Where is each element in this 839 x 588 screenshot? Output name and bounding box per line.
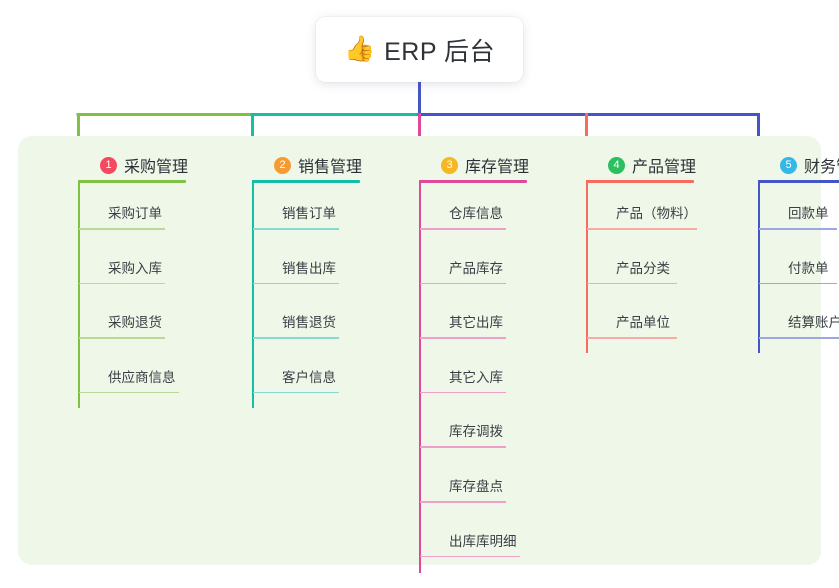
leaf-label: 产品单位 [616,315,670,331]
leaf-node[interactable]: 付款单 [758,243,839,285]
column-header-rule [78,180,186,183]
branch-column-2: 2 销售管理销售订单销售出库销售退货客户信息 [252,136,362,408]
leaf-rule [79,337,165,339]
leaf-rule [420,446,506,448]
column-trunk-line [758,180,760,353]
leaf-node[interactable]: 其它入库 [419,352,529,394]
leaf-rule [79,391,179,394]
leaf-label: 库存调拨 [449,424,503,440]
leaf-rule [253,228,339,230]
leaf-label: 回款单 [788,206,829,221]
leaf-label: 采购退货 [108,315,162,331]
branch-column-4: 4 产品管理产品（物料） 产品分类产品单位 [586,136,697,353]
column-title: 财务管理 [804,159,839,176]
column-number-badge: 2 [274,156,291,174]
leaf-rule [759,282,837,285]
leaf-node[interactable]: 采购订单 [78,188,188,230]
leaf-node[interactable]: 销售出库 [252,243,362,285]
leaf-label: 销售出库 [282,260,336,276]
leaf-node[interactable]: 回款单 [758,188,839,230]
column-number-badge: 3 [441,156,458,174]
leaf-label: 其它入库 [449,369,503,385]
root-node[interactable]: 👍 ERP 后台 [316,17,523,82]
leaf-label: 其它出库 [449,315,503,331]
leaf-rule [759,337,839,339]
leaf-label: 产品（物料） [616,206,697,221]
leaf-label: 出库库明细 [449,533,517,549]
leaf-node[interactable]: 产品（物料） [586,188,697,230]
root-node-title: ERP 后台 [384,37,496,66]
column-title: 产品管理 [632,159,697,176]
leaf-node[interactable]: 库存调拨 [419,406,529,448]
column-trunk-line [419,180,421,573]
column-title: 库存管理 [465,159,530,176]
leaf-node[interactable]: 出库库明细 [419,516,529,558]
leaf-label: 销售退货 [282,315,336,331]
branch-column-3: 3 库存管理仓库信息产品库存其它出库其它入库库存调拨库存盘点出库库明细 [419,136,529,573]
branch-panel: 1 采购管理采购订单采购入库采购退货供应商信息 2 销售管理销售订单销售出库销售退货客… [18,136,839,573]
column-trunk-line [586,180,588,353]
leaf-rule [420,391,506,394]
column-title: 销售管理 [298,159,363,176]
leaf-node[interactable]: 销售订单 [252,188,362,230]
leaf-node[interactable]: 销售退货 [252,297,362,339]
branch-column-5: 5 财务管理回款单付款单结算账户 [758,136,839,353]
column-number-badge: 1 [100,156,117,174]
leaf-label: 产品库存 [449,260,503,276]
leaf-node[interactable]: 产品单位 [586,297,697,339]
column-title: 采购管理 [124,159,189,176]
leaf-node[interactable]: 客户信息 [252,352,362,394]
column-header-rule [252,180,360,183]
column-header-2[interactable]: 2 销售管理 [252,150,362,180]
leaf-rule [587,228,697,230]
leaf-rule [79,282,165,285]
leaf-node[interactable]: 采购入库 [78,243,188,285]
column-number-badge: 4 [608,156,625,174]
column-number-badge: 5 [780,156,797,174]
column-header-5[interactable]: 5 财务管理 [758,150,839,180]
leaf-node[interactable]: 结算账户 [758,297,839,339]
leaf-node[interactable]: 供应商信息 [78,352,188,394]
branch-column-1: 1 采购管理采购订单采购入库采购退货供应商信息 [78,136,188,408]
leaf-node[interactable]: 采购退货 [78,297,188,339]
leaf-rule [420,228,506,230]
leaf-label: 库存盘点 [449,478,503,494]
leaf-rule [587,282,677,285]
leaf-rule [420,555,520,558]
leaf-rule [420,337,506,339]
column-header-4[interactable]: 4 产品管理 [586,150,697,180]
leaf-node[interactable]: 产品库存 [419,243,529,285]
column-header-rule [586,180,694,183]
column-header-3[interactable]: 3 库存管理 [419,150,529,180]
leaf-rule [79,228,165,230]
leaf-label: 产品分类 [616,260,670,276]
leaf-rule [253,391,339,394]
column-header-rule [758,180,839,183]
leaf-label: 结算账户 [788,315,839,331]
leaf-node[interactable]: 库存盘点 [419,461,529,503]
leaf-node[interactable]: 产品分类 [586,243,697,285]
leaf-label: 客户信息 [282,369,336,385]
leaf-label: 采购订单 [108,206,162,221]
column-trunk-line [78,180,80,408]
column-header-1[interactable]: 1 采购管理 [78,150,188,180]
leaf-rule [253,282,339,285]
leaf-rule [253,337,339,339]
leaf-node[interactable]: 其它出库 [419,297,529,339]
column-header-rule [419,180,527,183]
leaf-rule [420,500,506,503]
leaf-rule [587,337,677,339]
thumbs-up-icon: 👍 [343,35,376,63]
leaf-label: 采购入库 [108,260,162,276]
column-trunk-line [252,180,254,408]
leaf-label: 仓库信息 [449,206,503,221]
leaf-node[interactable]: 仓库信息 [419,188,529,230]
leaf-label: 销售订单 [282,206,336,221]
leaf-rule [420,282,506,285]
leaf-rule [759,228,837,230]
leaf-label: 付款单 [788,260,829,276]
leaf-label: 供应商信息 [108,369,176,385]
